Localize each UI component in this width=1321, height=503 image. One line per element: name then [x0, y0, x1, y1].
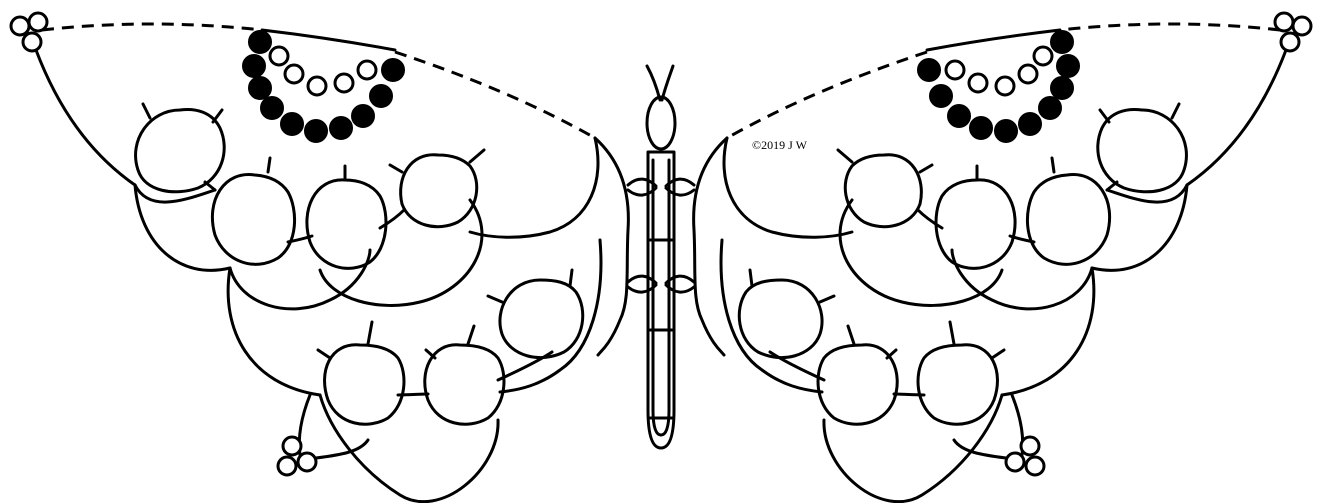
- copyright-text: ©2019 J W: [752, 138, 808, 152]
- antenna-left: [647, 66, 660, 100]
- right-wing-tip-rings: [1275, 13, 1311, 51]
- right-wing-upper-rings: [724, 104, 1187, 309]
- left-wing-tip-rings: [11, 13, 47, 51]
- head: [647, 97, 675, 149]
- body: [628, 66, 694, 448]
- left-wing-outer-chain: [36, 50, 135, 185]
- left-wing-upper-rings: [135, 104, 598, 309]
- antenna-right: [662, 66, 673, 100]
- left-wing-dashed-edge: [42, 24, 262, 30]
- left-wing: [11, 13, 628, 502]
- left-wing-dashed-edge-2: [395, 52, 595, 138]
- right-wing: [694, 13, 1311, 502]
